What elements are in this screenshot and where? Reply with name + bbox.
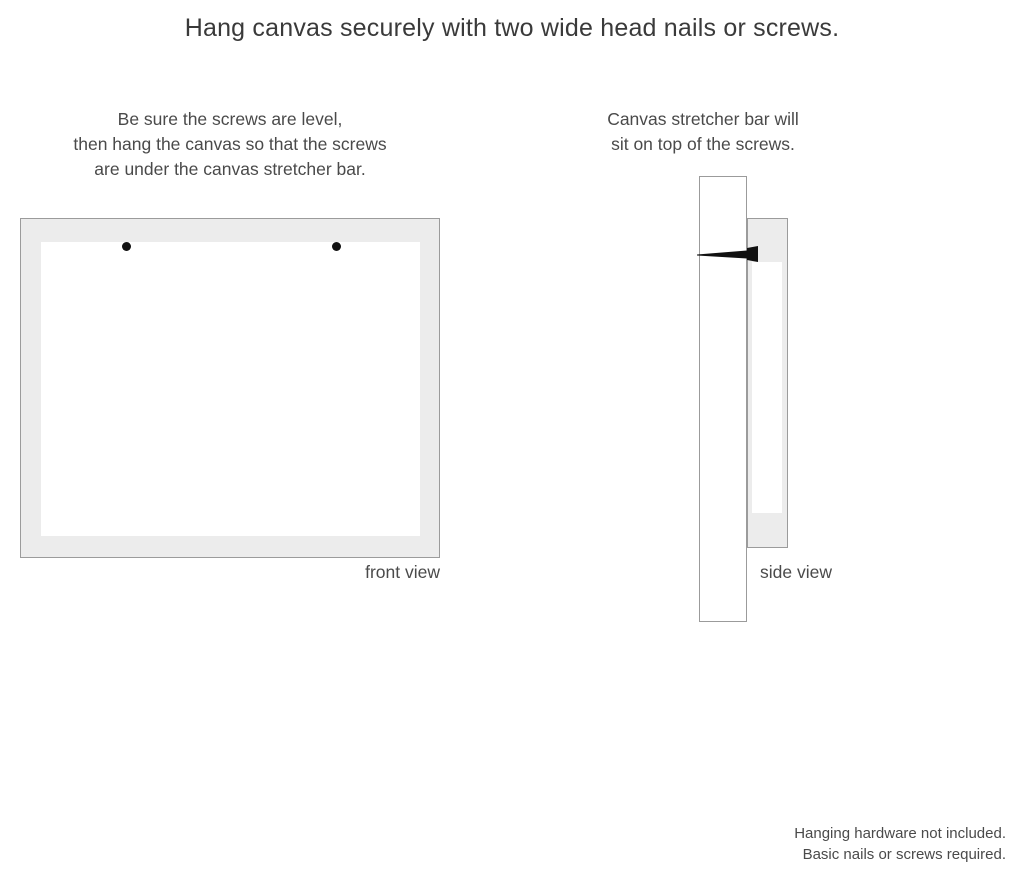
front-view-caption-line-2: then hang the canvas so that the screws <box>73 134 387 154</box>
page-title: Hang canvas securely with two wide head … <box>184 14 840 42</box>
footer-line-1: Hanging hardware not included. <box>794 825 1006 842</box>
front-view-caption-line-1: Be sure the screws are level, <box>117 109 343 129</box>
front-view-caption: Be sure the screws are level, then hang … <box>20 107 440 182</box>
footer-line-2: Basic nails or screws required. <box>802 846 1006 863</box>
front-view-right-screw-icon <box>332 242 341 251</box>
side-view-canvas-face <box>752 262 782 513</box>
side-view-caption-line-1: Canvas stretcher bar will <box>607 109 799 129</box>
side-view-diagram <box>697 174 817 626</box>
front-view-label: front view <box>365 562 440 582</box>
front-view-caption-line-3: are under the canvas stretcher bar. <box>94 159 366 179</box>
footer-note: Hanging hardware not included. Basic nai… <box>794 823 1006 865</box>
side-view-stretcher-bar <box>699 176 747 622</box>
front-view-left-screw-icon <box>122 242 131 251</box>
front-view-canvas-face <box>41 242 420 536</box>
side-view-caption: Canvas stretcher bar will sit on top of … <box>553 107 853 157</box>
side-view-label: side view <box>760 562 832 582</box>
side-view-caption-line-2: sit on top of the screws. <box>611 134 795 154</box>
front-view-diagram <box>20 218 440 558</box>
side-view-screw-icon <box>697 246 758 262</box>
